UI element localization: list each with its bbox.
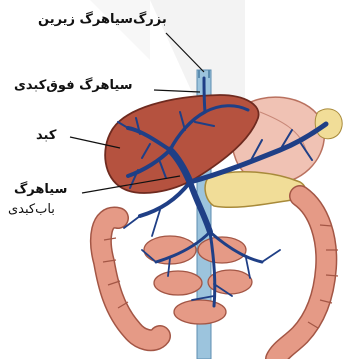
- gallbladder: [315, 109, 342, 139]
- label-hepatic-vein: سیاهرگ فوق‌کبدی: [14, 78, 133, 94]
- label-liver: کبد: [36, 128, 56, 144]
- label-portal-vein-line2: باب‌کبدی: [8, 202, 55, 218]
- label-inferior-vena-cava: بزرگ‌سیاهرگ زیرین: [38, 12, 167, 28]
- small-intestine: [144, 236, 252, 324]
- label-portal-vein-line1: سیاهرگ: [14, 182, 67, 198]
